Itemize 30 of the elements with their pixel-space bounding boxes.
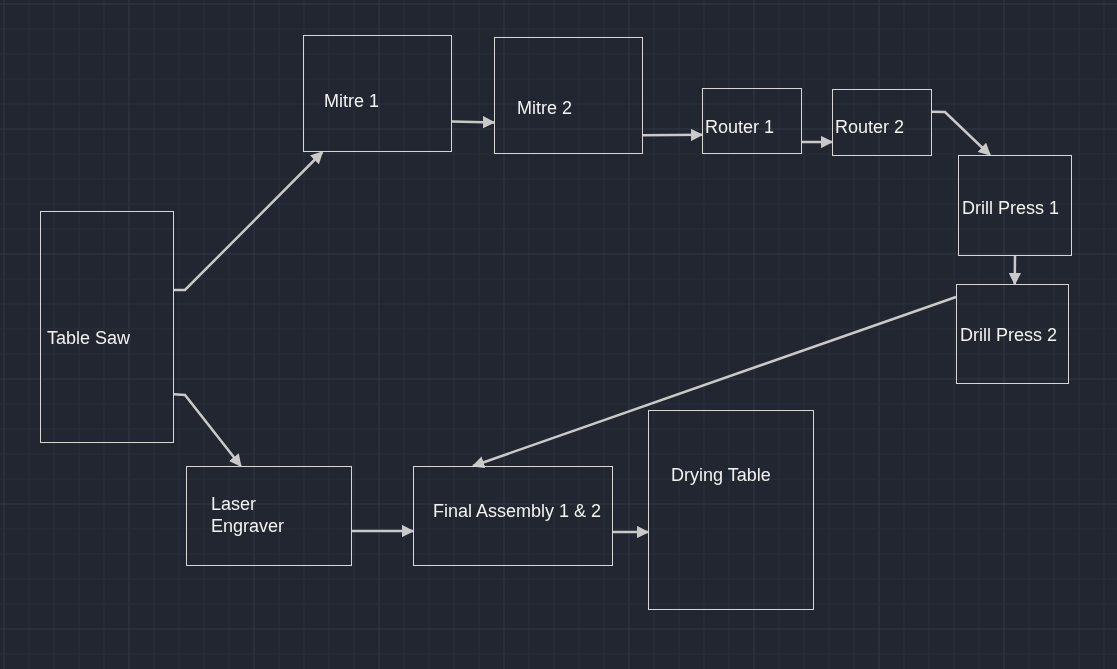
arrow [352,524,415,538]
arrow [451,115,496,129]
box-label: Mitre 2 [517,97,572,119]
arrow [174,151,324,292]
arrow [173,393,242,467]
arrow [643,128,704,142]
process-box [303,35,452,152]
process-box [186,466,352,566]
arrow [613,525,650,539]
arrow [471,295,957,469]
box-label: Router 1 [705,116,775,138]
arrow [802,135,834,149]
process-box [413,466,613,566]
process-box [494,37,643,154]
arrow [931,110,991,156]
box-label: Mitre 1 [324,90,379,112]
box-label: Drill Press 1 [962,197,1059,219]
process-box [832,89,932,156]
box-label: Drying Table [671,464,771,486]
process-box [958,155,1072,256]
box-label: Table Saw [47,327,131,349]
box-label: Drill Press 2 [960,324,1057,346]
process-box [956,284,1069,384]
process-box [702,88,802,154]
box-label: Router 2 [835,116,905,138]
process-box [648,410,814,610]
arrow [1008,256,1022,286]
box-label: Final Assembly 1 & 2 [433,500,602,522]
box-label: Laser Engraver [211,493,286,537]
process-box [40,211,174,443]
